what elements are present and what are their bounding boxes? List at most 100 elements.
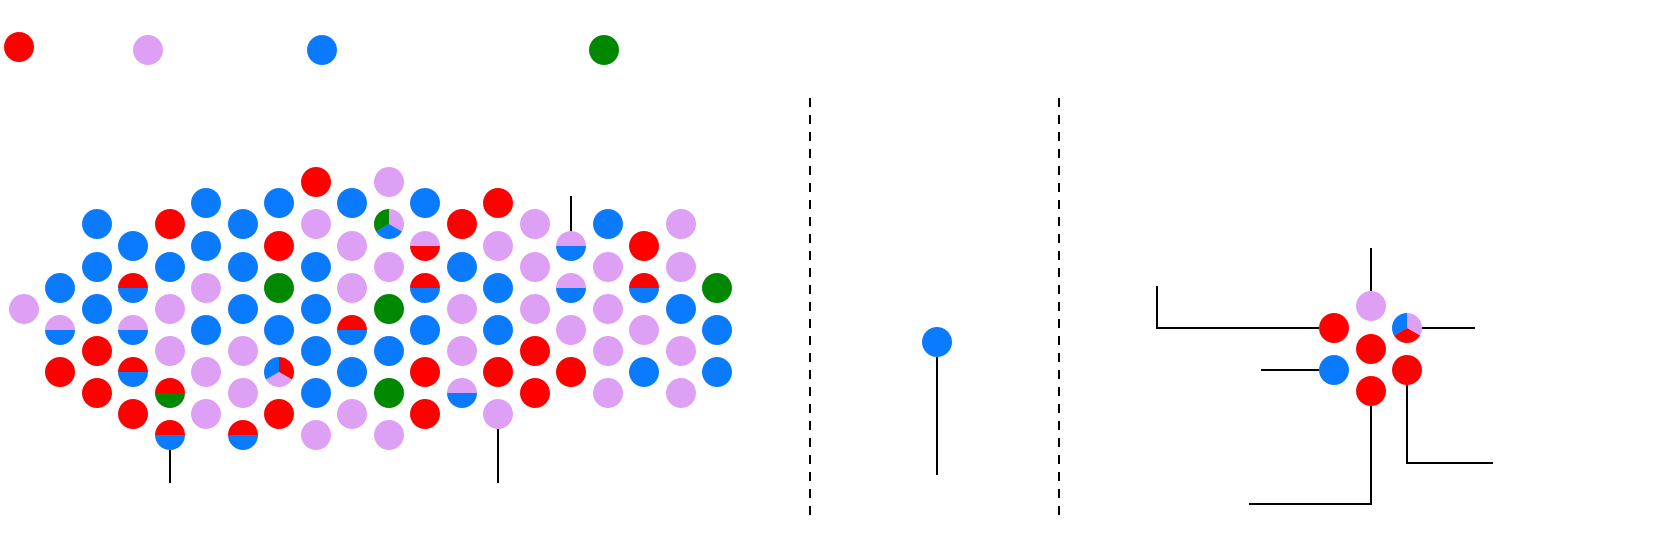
seat <box>483 315 513 345</box>
seat <box>191 315 221 345</box>
seat-bottom-half <box>118 288 148 303</box>
seat-fill <box>191 188 221 218</box>
seat-fill <box>520 209 550 239</box>
seat <box>374 336 404 366</box>
seat-fill <box>410 188 440 218</box>
seat-fill <box>1392 355 1422 385</box>
seat <box>556 273 586 303</box>
seat <box>191 399 221 429</box>
seat-fill <box>82 294 112 324</box>
seat-fill <box>301 336 331 366</box>
seat <box>337 231 367 261</box>
seat <box>374 420 404 450</box>
seat-fill <box>374 252 404 282</box>
seat <box>191 188 221 218</box>
seat-fill <box>483 357 513 387</box>
seat-fill <box>1356 376 1386 406</box>
seat <box>556 231 586 261</box>
seat <box>337 273 367 303</box>
seat <box>301 420 331 450</box>
seat-fill <box>374 378 404 408</box>
seat <box>264 357 294 387</box>
seat-top-half <box>447 378 477 393</box>
seat <box>556 357 586 387</box>
seat-fill <box>629 231 659 261</box>
seat <box>593 378 623 408</box>
left-cluster <box>9 167 732 450</box>
seat <box>155 420 185 450</box>
seat-top-half <box>118 357 148 372</box>
seat <box>374 209 404 239</box>
seat-fill <box>593 209 623 239</box>
seat <box>191 231 221 261</box>
seat <box>593 294 623 324</box>
right-cluster <box>1319 291 1422 406</box>
seat-fill <box>1319 355 1349 385</box>
seat <box>593 252 623 282</box>
seat <box>410 231 440 261</box>
seat-fill <box>593 252 623 282</box>
seat-fill <box>264 315 294 345</box>
seat-fill <box>155 294 185 324</box>
seat-fill <box>520 294 550 324</box>
seat <box>374 378 404 408</box>
seat-fill <box>410 399 440 429</box>
connectors <box>169 196 1493 505</box>
seat-fill <box>155 336 185 366</box>
seat-top-half <box>556 273 586 288</box>
seat-fill <box>374 336 404 366</box>
seat-sector <box>279 357 294 380</box>
seat-fill <box>228 252 258 282</box>
seat-fill <box>118 231 148 261</box>
seat <box>520 378 550 408</box>
seat-fill <box>483 273 513 303</box>
seat <box>264 399 294 429</box>
seat <box>666 336 696 366</box>
seat-sector <box>1392 313 1407 336</box>
seat <box>447 252 477 282</box>
seat-fill <box>702 357 732 387</box>
group-dividers <box>809 98 1060 516</box>
seat <box>45 315 75 345</box>
seat <box>228 252 258 282</box>
seat <box>593 336 623 366</box>
seat <box>374 294 404 324</box>
seat-fill <box>629 315 659 345</box>
seat-fill <box>9 294 39 324</box>
seat <box>264 231 294 261</box>
seat <box>191 357 221 387</box>
seat-fill <box>264 231 294 261</box>
seat-fill <box>191 357 221 387</box>
seat <box>593 209 623 239</box>
seat <box>447 209 477 239</box>
seat <box>629 357 659 387</box>
seat-fill <box>593 294 623 324</box>
seat <box>447 336 477 366</box>
seat <box>1319 313 1349 343</box>
seat-fill <box>191 231 221 261</box>
seat <box>447 294 477 324</box>
seat <box>702 273 732 303</box>
seat-fill <box>82 252 112 282</box>
seat <box>82 336 112 366</box>
seat-bottom-half <box>118 372 148 387</box>
seat <box>410 315 440 345</box>
seat-fill <box>483 315 513 345</box>
seat <box>118 315 148 345</box>
seat-fill <box>45 273 75 303</box>
seat-fill <box>666 378 696 408</box>
seat-sector <box>264 357 279 380</box>
seat-fill <box>82 336 112 366</box>
seat-bottom-half <box>410 246 440 261</box>
seat <box>520 252 550 282</box>
seat-fill <box>666 336 696 366</box>
seat <box>410 357 440 387</box>
seat-top-half <box>337 315 367 330</box>
seat-fill <box>155 252 185 282</box>
seat-fill <box>1356 291 1386 321</box>
seat <box>9 294 39 324</box>
seat <box>483 357 513 387</box>
seat-fill <box>191 399 221 429</box>
seat <box>301 378 331 408</box>
